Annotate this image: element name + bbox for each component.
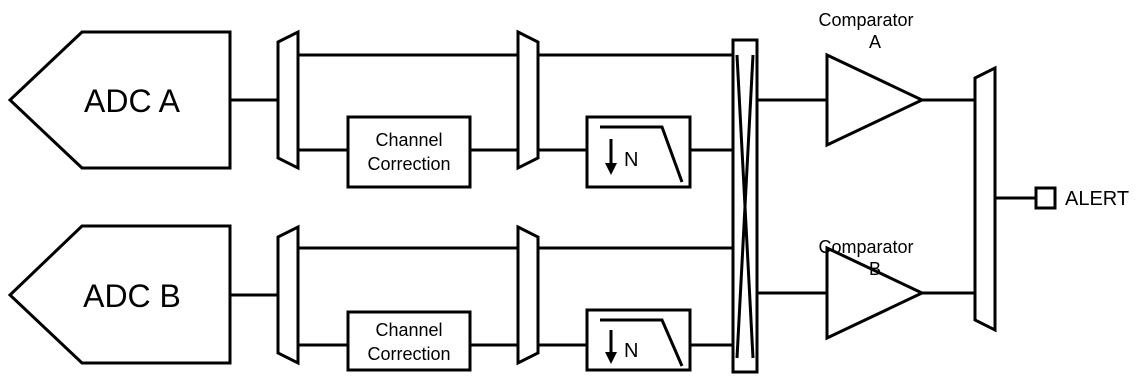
channel-correction-a: Channel Correction xyxy=(346,115,472,189)
alert-label: ALERT xyxy=(1065,188,1129,210)
adc-b-label: ADC B xyxy=(83,278,181,314)
comparator-a-id: A xyxy=(869,32,881,52)
wires xyxy=(230,53,1036,347)
comparator-b-label: Comparator xyxy=(818,237,913,257)
lowpass-curve-icon xyxy=(600,125,684,183)
alert-output: ALERT xyxy=(1034,186,1129,210)
comparator-a: Comparator A xyxy=(818,10,926,148)
output-mux xyxy=(973,65,997,333)
channel-correction-b-line2: Correction xyxy=(367,344,450,364)
decimator-b-factor: N xyxy=(624,340,638,362)
adc-b-block: ADC B xyxy=(7,224,232,365)
adc-a-label: ADC A xyxy=(84,83,181,119)
mux-b xyxy=(516,224,540,366)
downsample-arrowhead-icon xyxy=(605,163,617,175)
adc-a-block: ADC A xyxy=(7,30,232,170)
comparator-a-label: Comparator xyxy=(818,10,913,30)
downsample-arrowhead-icon xyxy=(605,352,617,364)
comparator-b-id: B xyxy=(869,259,881,279)
decimator-b: N xyxy=(585,308,692,372)
decimator-a: N xyxy=(585,115,692,189)
channel-correction-b-line1: Channel xyxy=(375,320,442,340)
decimator-a-factor: N xyxy=(624,149,638,171)
mux-a xyxy=(516,29,540,171)
channel-correction-a-line1: Channel xyxy=(375,130,442,150)
comparator-b: Comparator B xyxy=(818,237,926,341)
channel-correction-b: Channel Correction xyxy=(346,310,472,372)
crossbar-switch xyxy=(731,38,759,374)
lowpass-curve-icon xyxy=(600,318,684,367)
channel-correction-a-line2: Correction xyxy=(367,154,450,174)
demux-b xyxy=(276,224,300,366)
demux-a xyxy=(276,29,300,171)
